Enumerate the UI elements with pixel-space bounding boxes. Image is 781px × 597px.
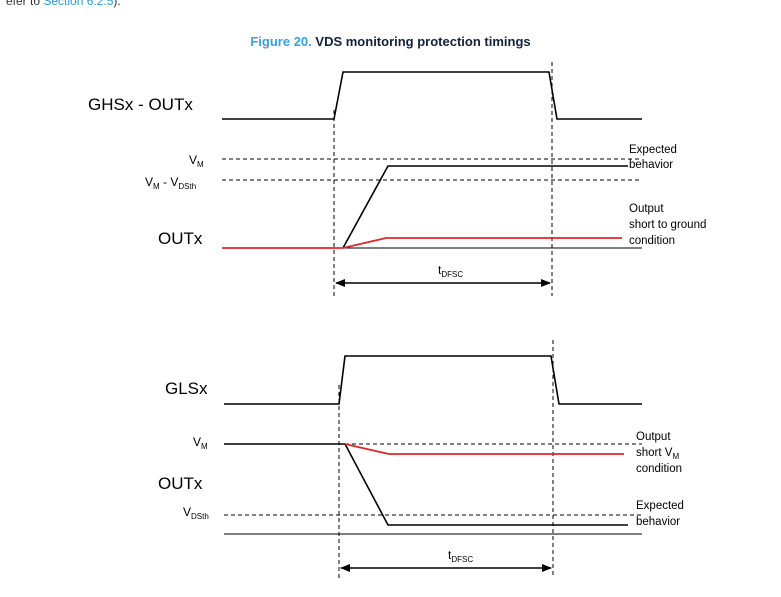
top-short-line2: short to ground	[629, 219, 706, 231]
bottom-diagram: GLSx VM OUTx VDSth Output short VM condi…	[158, 340, 684, 578]
top-diagram: GHSx - OUTx VM VM - VDSth OUTx Expected …	[88, 62, 706, 296]
bottom-outx-label: OUTx	[158, 474, 203, 493]
ghsx-outx-waveform	[222, 71, 642, 120]
top-expected-line2: behavior	[629, 159, 673, 171]
preceding-text-snippet: efer to Section 6.2.5).	[6, 0, 121, 8]
bottom-short-line2: short VM	[636, 447, 679, 461]
top-short-line1: Output	[629, 203, 664, 215]
top-expected-waveform	[342, 165, 628, 249]
bottom-vdsth-label: VDSth	[183, 505, 209, 521]
bottom-expected-line2: behavior	[636, 516, 680, 528]
figure-name: VDS monitoring protection timings	[315, 34, 531, 49]
top-short-waveform	[222, 237, 622, 249]
bottom-expected-line1: Expected	[636, 500, 684, 512]
bottom-short-waveform	[344, 443, 624, 455]
glsx-label: GLSx	[165, 379, 208, 398]
snippet-suffix: ).	[113, 0, 121, 8]
bottom-tdfsc-label: tDFSC	[448, 548, 473, 564]
top-vm-vdsth-label: VM - VDSth	[145, 175, 196, 191]
top-outx-label: OUTx	[158, 229, 203, 248]
top-short-line3: condition	[629, 235, 675, 247]
top-expected-line1: Expected	[629, 144, 677, 156]
top-tdfsc-label: tDFSC	[438, 263, 463, 279]
figure-title: Figure 20. VDS monitoring protection tim…	[0, 34, 781, 49]
bottom-short-line3: condition	[636, 463, 682, 475]
top-vm-label: VM	[189, 153, 204, 169]
snippet-prefix: efer to	[6, 0, 44, 8]
figure-number: Figure 20.	[250, 34, 312, 49]
section-link[interactable]: Section 6.2.5	[43, 0, 114, 8]
bottom-short-line1: Output	[636, 431, 671, 443]
ghsx-outx-label: GHSx - OUTx	[88, 95, 193, 114]
bottom-expected-waveform	[224, 443, 628, 526]
bottom-vm-label: VM	[193, 435, 208, 451]
glsx-waveform	[224, 355, 642, 405]
